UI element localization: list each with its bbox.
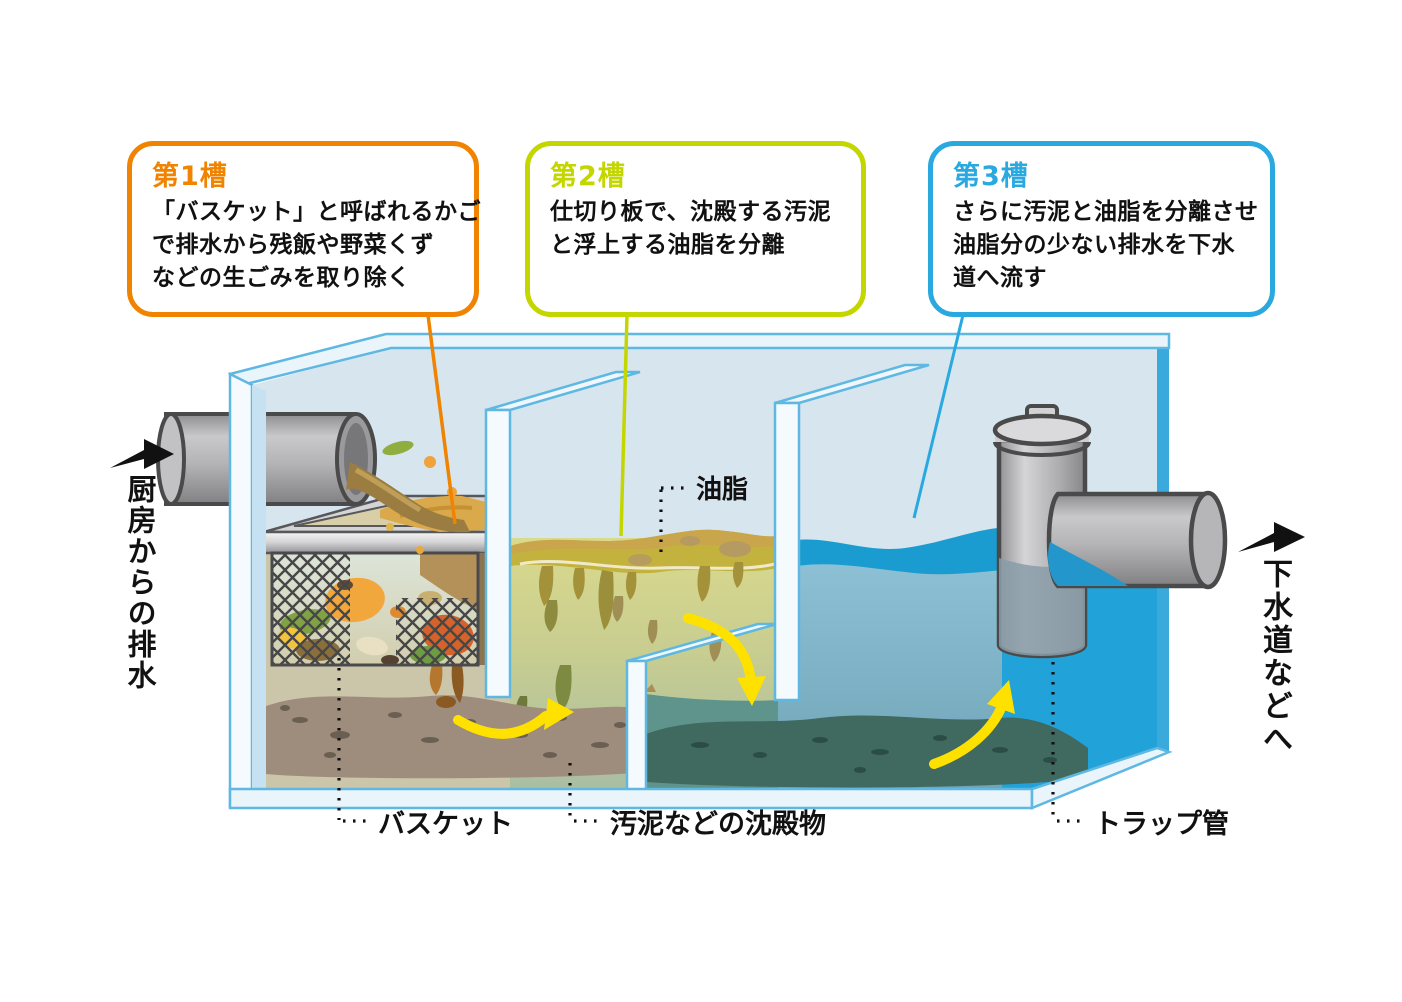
basket-mesh bbox=[272, 553, 350, 665]
chamber3-sludge bbox=[646, 715, 1088, 788]
callout3-leader bbox=[912, 314, 965, 519]
callout-3-line: さらに汚泥と油脂を分離させ bbox=[953, 199, 1259, 225]
outlet-pipe bbox=[1046, 490, 1228, 590]
flow-arrow-chamber3-icon bbox=[929, 701, 1007, 769]
callout-1-line: 「バスケット」と呼ばれるかご bbox=[152, 199, 481, 225]
trap-pipe-leader bbox=[1051, 662, 1086, 823]
callout-1-line: で排水から残飯や野菜くず bbox=[152, 232, 434, 258]
flow-arrows bbox=[453, 613, 1015, 769]
trap-pipe-label: トラップ管 bbox=[1094, 809, 1229, 840]
callout1-leader bbox=[426, 314, 457, 525]
callout-3-line: 油脂分の少ない排水を下水 bbox=[953, 232, 1235, 258]
inlet-pipe bbox=[156, 412, 470, 554]
callout-leaders bbox=[426, 314, 965, 537]
divider-wall-2 bbox=[773, 363, 930, 702]
tank-frame bbox=[227, 332, 1173, 810]
io-arrows bbox=[110, 439, 1305, 552]
trap-pipe bbox=[992, 404, 1092, 659]
grease-label: 油脂 bbox=[696, 475, 748, 505]
flow-arrow-chamber2-icon bbox=[683, 613, 756, 687]
callout-2-line: 仕切り板で、沈殿する汚泥 bbox=[550, 199, 832, 225]
callout-3-line: 道へ流す bbox=[953, 265, 1047, 291]
callout-3-title: 第3槽 bbox=[953, 161, 1029, 192]
part-leaders bbox=[337, 486, 1086, 823]
callout-chamber-2: 第2槽 仕切り板で、沈殿する汚泥 と浮上する油脂を分離 bbox=[525, 141, 866, 317]
flow-arrow-chamber1-icon bbox=[453, 711, 551, 739]
outlet-arrow-icon bbox=[1238, 522, 1305, 552]
callout-chamber-1: 第1槽 「バスケット」と呼ばれるかご で排水から残飯や野菜くず などの生ごみを取… bbox=[127, 141, 481, 317]
inlet-flow-label: 厨房からの排水 bbox=[123, 474, 157, 691]
callout-1-title: 第1槽 bbox=[152, 161, 228, 192]
basket-leader bbox=[337, 658, 372, 823]
callout-1-line: などの生ごみを取り除く bbox=[152, 265, 411, 291]
grease-leader bbox=[659, 486, 688, 552]
callout-2-line: と浮上する油脂を分離 bbox=[550, 232, 785, 258]
basket-label: バスケット bbox=[378, 809, 513, 840]
sediment-label: 汚泥などの沈殿物 bbox=[610, 809, 826, 840]
basket bbox=[262, 494, 488, 667]
divider-wall-1 bbox=[484, 370, 641, 699]
outlet-flow-label: 下水道などへ bbox=[1257, 558, 1292, 756]
callout-2-title: 第2槽 bbox=[550, 161, 626, 192]
callout-chamber-3: 第3槽 さらに汚泥と油脂を分離させ 油脂分の少ない排水を下水 道へ流す bbox=[928, 141, 1275, 317]
inlet-arrow-icon bbox=[110, 439, 174, 469]
callout2-leader bbox=[619, 314, 629, 537]
